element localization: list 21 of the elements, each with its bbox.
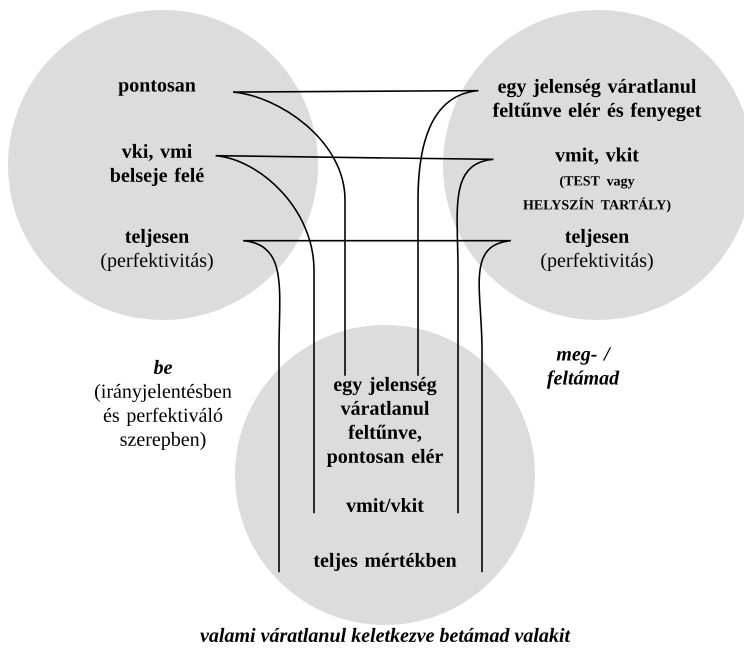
term-text: egy jelenség váratlanul feltűnve, pontosan elér xyxy=(326,376,443,468)
term-text: pontosan xyxy=(118,80,196,96)
connector-line xyxy=(243,240,281,572)
connector-line xyxy=(233,91,346,376)
circle xyxy=(235,324,535,625)
caption: valami váratlanul keletkezve betámad valakit xyxy=(200,628,571,642)
connector-line xyxy=(478,240,511,572)
term-text: vmit, vkit (TEST vagy HELYSZÍN TARTÁLY) xyxy=(523,148,670,212)
connector-line xyxy=(456,158,494,514)
term-text: egy jelenség váratlanul feltűnve elér és fenyeget xyxy=(492,78,702,122)
term-text: teljesen (perfektivitás) xyxy=(541,228,653,272)
circle-caption: meg- / feltámad xyxy=(546,347,620,389)
term-text: teljesen (perfektivitás) xyxy=(101,228,213,272)
circle-caption: be (irányjelentésben és perfektiváló szerepben) xyxy=(95,360,232,450)
connector-line xyxy=(216,154,315,514)
term-text: teljes mértékben xyxy=(314,552,456,572)
term-text: vki, vmi belseje felé xyxy=(110,144,204,186)
connector-line xyxy=(417,90,478,376)
connector-line xyxy=(216,154,494,160)
term-text: vmit/vkit xyxy=(346,498,424,512)
connector-line xyxy=(243,240,511,242)
